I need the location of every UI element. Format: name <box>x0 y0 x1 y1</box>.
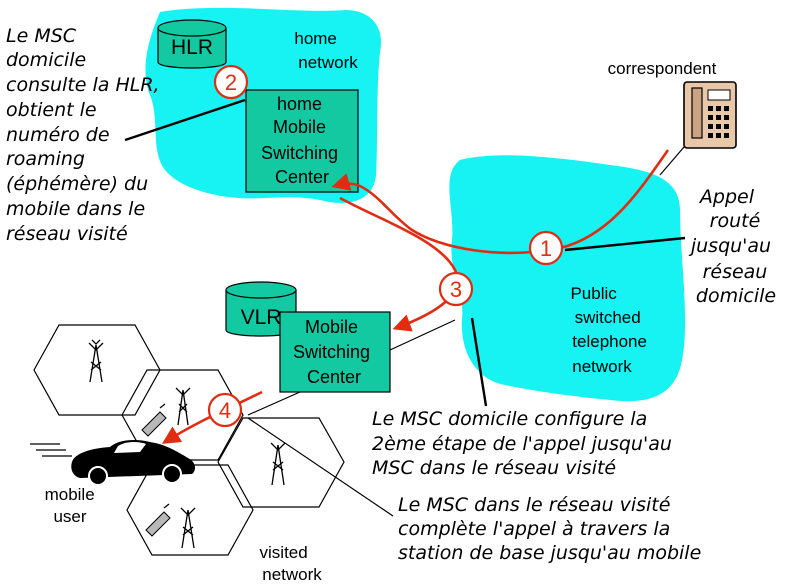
telephone-icon <box>683 81 737 149</box>
vlr-label: VLR <box>241 306 282 329</box>
step-marker: 4 <box>207 392 243 428</box>
step-marker: 1 <box>528 230 564 266</box>
call-path-correspondent-to-home-msc <box>331 149 670 255</box>
tower-icon <box>175 387 191 426</box>
annotation-step3: Le MSC domicile configure la 2ème étape … <box>372 408 678 479</box>
step-marker: 2 <box>213 64 249 100</box>
correspondent-label: correspondent <box>608 59 717 78</box>
hlr-label: HLR <box>171 36 213 59</box>
visited-msc-label: Mobile Switching Center <box>293 317 375 387</box>
pointer-step4 <box>247 417 394 517</box>
cell-phone-icon <box>141 403 167 437</box>
tower-icon <box>270 442 286 486</box>
cell-hexagon <box>33 324 161 416</box>
visited-network-label: visited network <box>260 543 323 584</box>
tower-icon <box>180 507 196 549</box>
pstn-cloud <box>449 155 686 402</box>
svg-text:4: 4 <box>219 398 231 423</box>
svg-text:1: 1 <box>540 236 552 261</box>
hlr-database: HLR <box>157 19 227 69</box>
pointer-step3 <box>470 317 488 407</box>
home-msc-line: Switching <box>261 143 338 163</box>
home-network-label: home network <box>294 29 358 72</box>
call-path-home-msc-to-visited-msc <box>339 196 459 332</box>
home-msc-label: home Mobile Switching Center <box>261 94 343 187</box>
svg-text:3: 3 <box>450 277 462 302</box>
cell-hexagon <box>126 464 254 556</box>
svg-text:2: 2 <box>225 70 237 95</box>
step-marker: 3 <box>438 271 474 307</box>
visited-msc-box <box>279 311 391 393</box>
home-msc-line: home <box>277 94 322 114</box>
mobile-user-label: mobile user <box>45 485 100 526</box>
cell-grid <box>33 324 345 556</box>
pointer-step1 <box>564 236 686 252</box>
car-icon <box>30 439 196 486</box>
visited-msc-to-cell-link <box>247 391 301 416</box>
annotation-step2: Le MSC domicile consulte la HLR, obtient… <box>6 25 166 245</box>
tower-icon <box>88 339 104 383</box>
cell-phone-icon <box>145 503 171 537</box>
annotation-step1: Appel routé jusqu'au réseau domicile <box>688 186 777 307</box>
visited-msc-to-pstn-link <box>389 319 456 351</box>
annotation-step4: Le MSC dans le réseau visité complète l'… <box>398 494 701 564</box>
pstn-label: Public switched telephone network <box>570 284 651 376</box>
home-msc-line: Center <box>275 167 329 187</box>
pointer-step2 <box>124 98 246 142</box>
vlr-database: VLR <box>225 281 297 337</box>
home-msc-line: Mobile <box>273 117 326 137</box>
cell-hexagon <box>217 417 345 508</box>
